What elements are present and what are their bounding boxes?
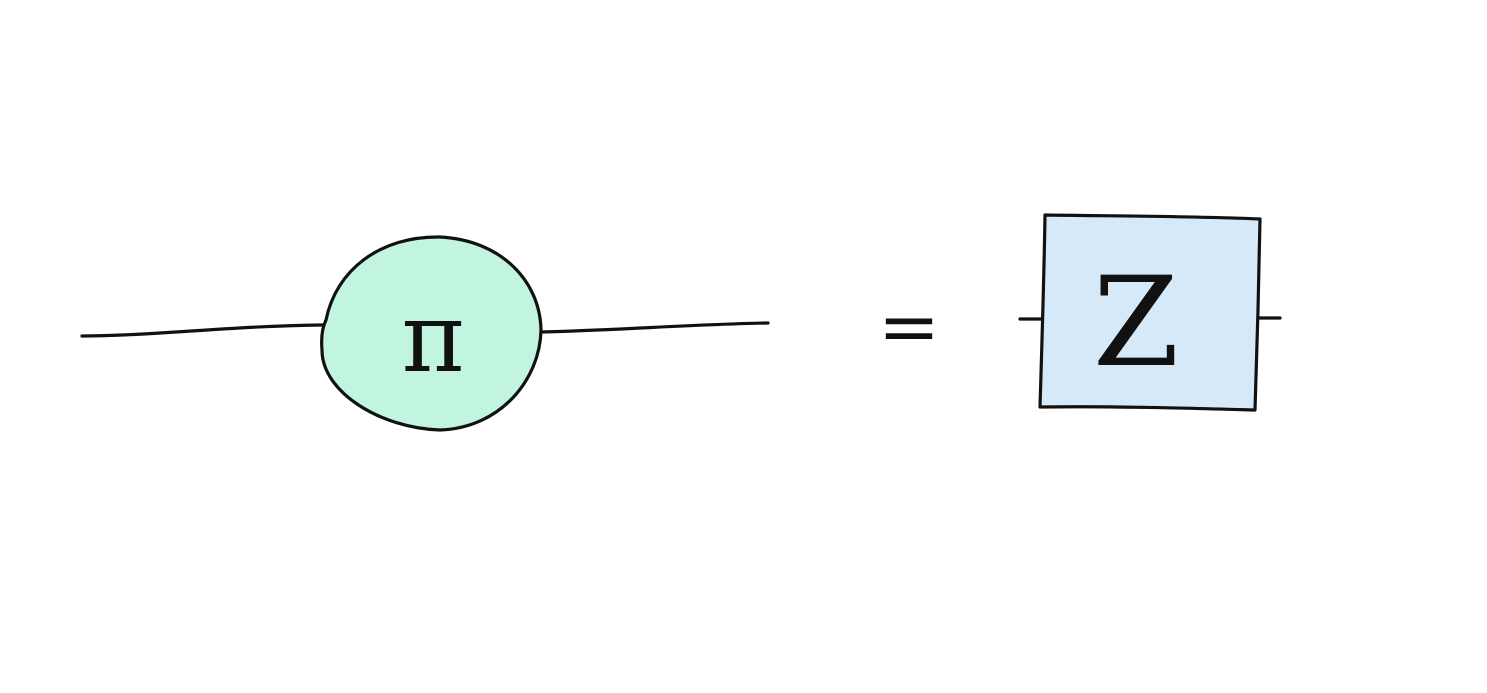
gate-outline	[1038, 213, 1262, 412]
spider-fill	[321, 236, 541, 430]
left-input-wire	[80, 323, 324, 338]
spider-outline	[320, 235, 543, 432]
green-spider-node: π	[320, 235, 543, 432]
gate-label: Z	[1093, 251, 1179, 395]
spider-label: π	[401, 282, 464, 394]
z-gate-box: Z	[1038, 213, 1262, 412]
gate-fill	[1041, 216, 1260, 410]
equals-sign: =	[878, 284, 940, 370]
left-output-wire	[540, 321, 770, 334]
